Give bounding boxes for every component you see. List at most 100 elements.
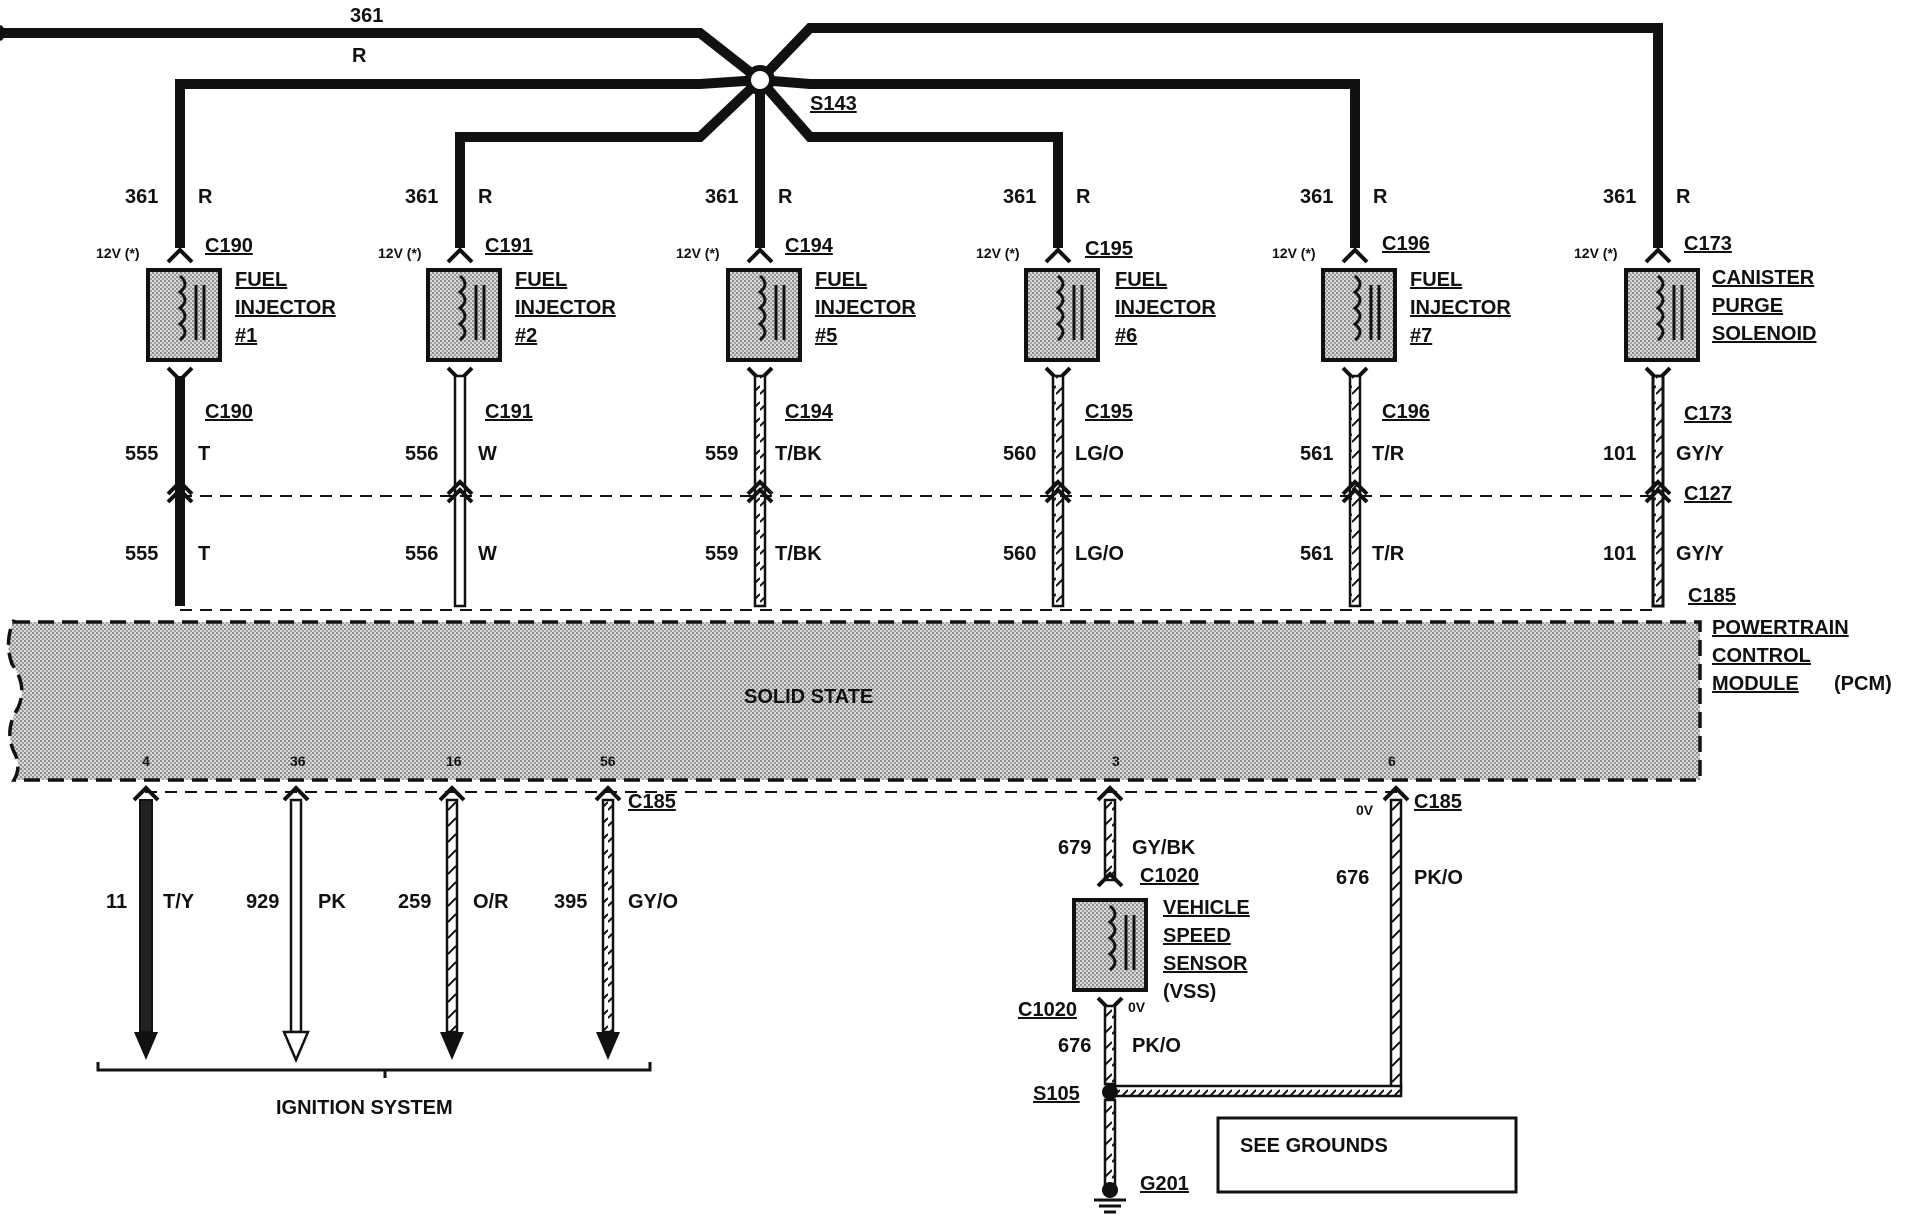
- color-out-label: W: [478, 543, 497, 565]
- connector-label: C194: [785, 235, 834, 257]
- pcm-pin-label: 4: [142, 753, 150, 769]
- circuit-in-label: 361: [125, 186, 158, 208]
- color-out-label: T/BK: [775, 543, 822, 565]
- circuit-out-label: 101: [1603, 443, 1636, 465]
- connector-label: C173: [1684, 403, 1732, 425]
- pcm-center-label: SOLID STATE: [744, 686, 873, 708]
- color-out-label: LG/O: [1075, 443, 1124, 465]
- color-out-label: LG/O: [1075, 543, 1124, 565]
- connector-label: C195: [1085, 401, 1133, 423]
- device-name-line: INJECTOR: [815, 297, 916, 319]
- connector-label: C190: [205, 235, 253, 257]
- pcm-connector-bottom: C185: [145, 791, 1400, 813]
- load-fuel-injector-6: 361 R 12V (*) C195 FUEL INJECTOR #6 C195…: [976, 186, 1216, 651]
- load-fuel-injector-7: 361 R 12V (*) C196 FUEL INJECTOR #7 C196…: [1272, 186, 1511, 651]
- circuit-out-label: 101: [1603, 543, 1636, 565]
- color-label: PK: [318, 891, 346, 913]
- connector-label: C1020: [1140, 865, 1199, 887]
- device-name-line: FUEL: [235, 269, 287, 291]
- ground-label: G201: [1140, 1173, 1189, 1195]
- connector-label: C1020: [1018, 999, 1077, 1021]
- load-fuel-injector-2: 361 R 12V (*) C191 FUEL INJECTOR #2 C191…: [378, 186, 616, 651]
- connector-label: C191: [485, 401, 533, 423]
- circuit-label: 259: [398, 891, 431, 913]
- device-name-line: #5: [815, 325, 837, 347]
- connector-label: C185: [1688, 585, 1736, 607]
- voltage-label: 12V (*): [378, 245, 422, 261]
- device-name-line: CANISTER: [1712, 267, 1815, 289]
- splice-label: S105: [1033, 1083, 1080, 1105]
- connector-label: C191: [485, 235, 533, 257]
- color-out-label: T/R: [1372, 543, 1405, 565]
- connector-label: C173: [1684, 233, 1732, 255]
- pcm-pin-label: 16: [446, 753, 462, 769]
- color-in-label: R: [1373, 186, 1388, 208]
- vehicle-speed-sensor: 679 GY/BK C1020 VEHICLE SPEED SENSOR (VS…: [1018, 785, 1250, 1086]
- splice-s143-label: S143: [810, 93, 857, 115]
- circuit-out-label: 560: [1003, 543, 1036, 565]
- circuit-in-label: 361: [405, 186, 438, 208]
- load-fuel-injector-1: 361 R 12V (*) C190 FUEL INJECTOR #1 C190…: [96, 186, 336, 651]
- circuit-out-label: 559: [705, 543, 738, 565]
- circuit-out-label: 561: [1300, 543, 1333, 565]
- power-feed: 361 R S143: [0, 5, 1663, 248]
- color-in-label: R: [198, 186, 213, 208]
- splice-s105: [1102, 1084, 1118, 1100]
- see-grounds-reference[interactable]: SEE GROUNDS: [1216, 1116, 1518, 1194]
- color-label: PK/O: [1132, 1035, 1181, 1057]
- device-name-line: PURGE: [1712, 295, 1783, 317]
- pcm-pin-label: 56: [600, 753, 616, 769]
- circuit-label: 679: [1058, 837, 1091, 859]
- color-out-label: GY/Y: [1676, 443, 1724, 465]
- feed-color-label: R: [352, 45, 367, 67]
- voltage-label: 12V (*): [976, 245, 1020, 261]
- color-label: T/Y: [163, 891, 195, 913]
- device-name-line: FUEL: [1115, 269, 1167, 291]
- device-name-line: VEHICLE: [1163, 897, 1250, 919]
- device-name-line: (VSS): [1163, 981, 1216, 1003]
- ignition-wire-929: 929 PK: [246, 785, 346, 1064]
- ignition-system-bracket: IGNITION SYSTEM: [96, 1062, 652, 1119]
- pcm-name-line: MODULE: [1712, 673, 1799, 695]
- ground-g201: S105 G201: [1033, 1083, 1189, 1214]
- connector-label: C196: [1382, 401, 1430, 423]
- color-out-label: W: [478, 443, 497, 465]
- ignition-wire-259: 259 O/R: [398, 785, 509, 1060]
- circuit-in-label: 361: [1603, 186, 1636, 208]
- voltage-label: 12V (*): [1574, 245, 1618, 261]
- color-out-label: GY/Y: [1676, 543, 1724, 565]
- color-out-label: T: [198, 443, 210, 465]
- pcm-name-suffix: (PCM): [1834, 673, 1892, 695]
- color-out-label: T/R: [1372, 443, 1405, 465]
- pcm-connector-top: C185: [180, 585, 1736, 611]
- circuit-in-label: 361: [705, 186, 738, 208]
- pcm-name-line: POWERTRAIN: [1712, 617, 1849, 639]
- circuit-out-label: 556: [405, 543, 438, 565]
- device-name-line: #2: [515, 325, 537, 347]
- device-name-line: INJECTOR: [235, 297, 336, 319]
- pcm-name-line: CONTROL: [1712, 645, 1811, 667]
- circuit-label: 676: [1336, 867, 1369, 889]
- connector-label: C195: [1085, 238, 1133, 260]
- color-in-label: R: [478, 186, 493, 208]
- see-grounds-label: SEE GROUNDS: [1240, 1135, 1388, 1157]
- ignition-wire-11: 11 T/Y: [106, 785, 195, 1060]
- voltage-label: 12V (*): [676, 245, 720, 261]
- connector-label: C194: [785, 401, 834, 423]
- device-name-line: #7: [1410, 325, 1432, 347]
- device-name-line: INJECTOR: [1115, 297, 1216, 319]
- ignition-system-label: IGNITION SYSTEM: [276, 1097, 453, 1119]
- device-name-line: #1: [235, 325, 257, 347]
- circuit-out-label: 560: [1003, 443, 1036, 465]
- connector-label: C196: [1382, 233, 1430, 255]
- device-name-line: SENSOR: [1163, 953, 1248, 975]
- device-name-line: INJECTOR: [515, 297, 616, 319]
- circuit-out-label: 559: [705, 443, 738, 465]
- pcm-pin-label: 3: [1112, 753, 1120, 769]
- circuit-label: 11: [106, 891, 127, 913]
- color-in-label: R: [1076, 186, 1091, 208]
- pcm-pin-label: 36: [290, 753, 306, 769]
- zero-volt-label: 0V: [1128, 999, 1146, 1015]
- splice-s143: [745, 65, 775, 95]
